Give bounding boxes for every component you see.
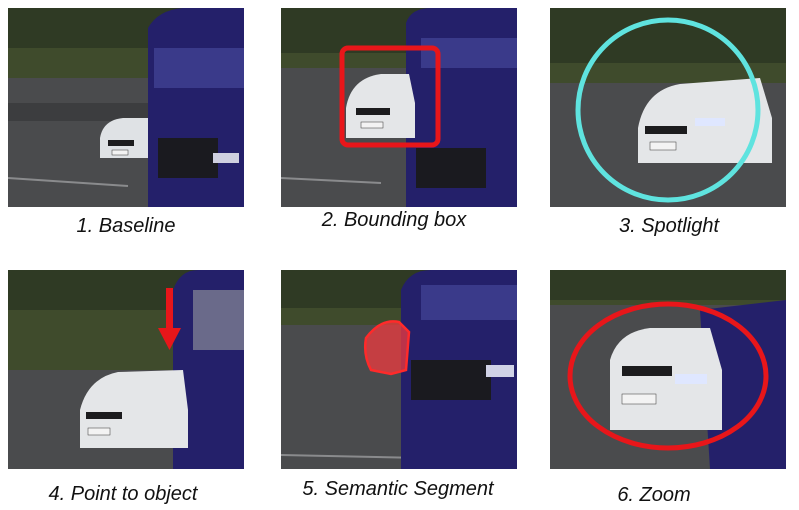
blue-truck [148,8,244,207]
white-car [80,370,188,448]
bounding-box-scene [281,8,517,207]
segmentation-mask [363,320,411,376]
pointer-arrow-icon [158,288,181,350]
caption-semantic-segment: 5. Semantic Segment [302,478,494,500]
caption-bounding-box: 2. Bounding box [321,209,467,231]
point-to-object-scene [8,270,244,469]
caption-baseline: 1. Baseline [76,215,176,237]
baseline-scene [8,8,244,207]
panel-bounding-box [281,8,517,207]
panel-point-to-object [8,270,244,469]
white-car [100,118,153,158]
panel-spotlight [550,8,786,207]
blue-truck [401,270,517,469]
semantic-segment-scene [281,270,517,469]
zoom-scene [550,270,786,469]
bounding-box [339,45,441,148]
panel-semantic-segment [281,270,517,469]
panel-zoom [550,270,786,469]
caption-point-to-object: 4. Point to object [48,483,198,505]
white-car [346,74,415,138]
caption-zoom: 6. Zoom [617,484,691,506]
panel-baseline [8,8,244,207]
blue-truck [173,270,244,469]
blue-truck [406,8,517,207]
spotlight-ring [575,17,761,203]
spotlight-scene [550,8,786,207]
white-car [610,328,722,430]
zoom-ring [567,301,769,451]
white-car [638,78,772,163]
caption-spotlight: 3. Spotlight [618,215,720,237]
